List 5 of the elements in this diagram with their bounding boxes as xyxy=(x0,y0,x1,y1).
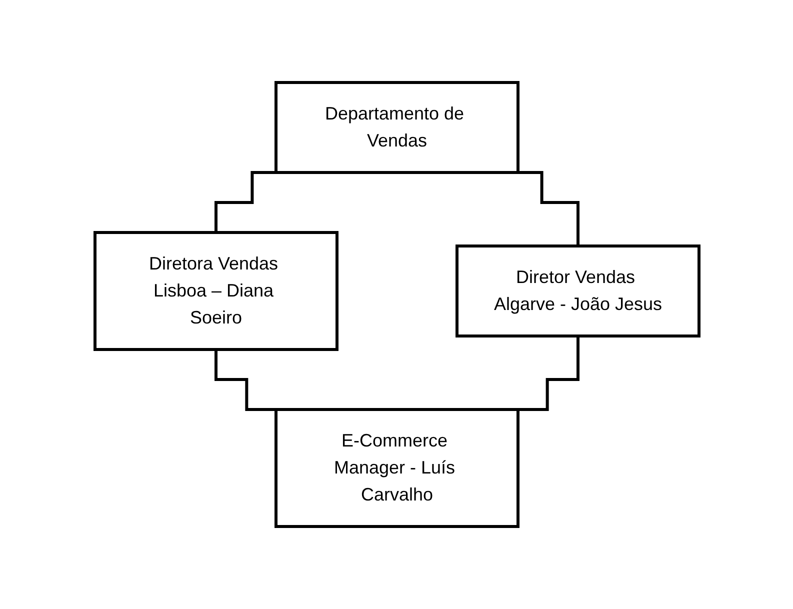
node-box: Diretor Vendas Algarve - João Jesus xyxy=(455,244,700,338)
connector xyxy=(214,348,277,411)
node-box: Departamento de Vendas xyxy=(274,81,519,174)
node-box: Diretora Vendas Lisboa – Diana Soeiro xyxy=(93,231,338,351)
node-box: E-Commerce Manager - Luís Carvalho xyxy=(274,408,519,528)
